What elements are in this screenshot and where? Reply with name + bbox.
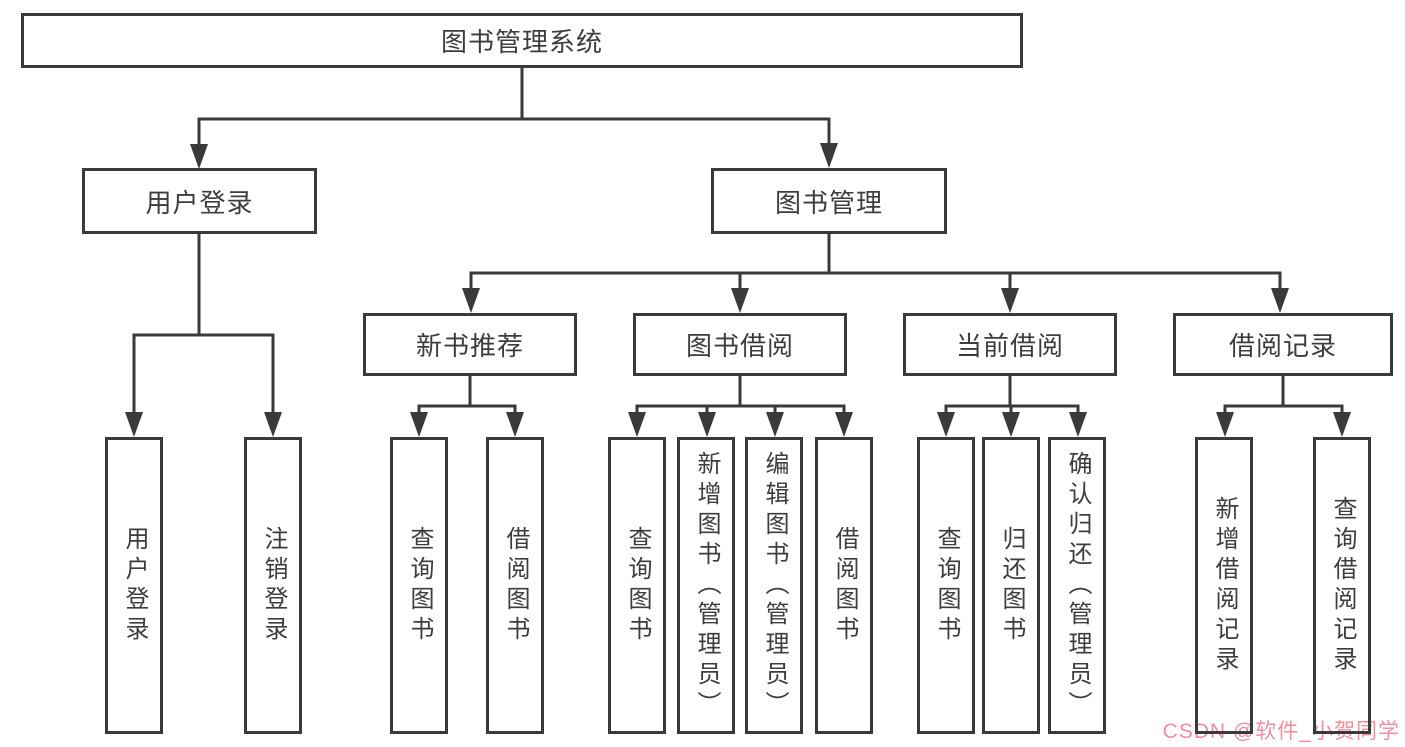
leaf-label: 用户登录	[121, 525, 148, 646]
connector-new-book-split	[417, 373, 517, 417]
node-leaf-user-login: 用户登录	[105, 437, 163, 734]
arrow-down-icon	[1216, 412, 1234, 437]
leaf-label: 查询图书	[624, 525, 651, 646]
arrow-down-icon	[820, 143, 838, 168]
leaf-label: 注销登录	[260, 525, 287, 646]
arrow-down-icon	[462, 288, 480, 313]
arrow-down-icon	[731, 288, 749, 313]
connector-borrow-record-split	[1223, 373, 1344, 417]
node-leaf-add-books-admin: 新增图书（管理员）	[677, 437, 735, 734]
node-leaf-edit-books-admin: 编辑图书（管理员）	[745, 437, 803, 734]
arrow-down-icon	[506, 412, 524, 437]
arrow-down-icon	[1333, 412, 1351, 437]
leaf-label: 新增借阅记录	[1211, 495, 1238, 676]
arrow-down-icon	[1002, 412, 1020, 437]
connector-book-management-split	[469, 231, 1282, 292]
arrow-down-icon	[1001, 288, 1019, 313]
node-leaf-return-books: 归还图书	[982, 437, 1040, 734]
node-user-login: 用户登录	[82, 168, 317, 234]
node-leaf-query-books-recommend: 查询图书	[390, 437, 448, 734]
node-leaf-query-books-current: 查询图书	[917, 437, 975, 734]
node-book-borrow: 图书借阅	[633, 313, 847, 376]
arrow-down-icon	[698, 412, 716, 437]
arrow-down-icon	[1271, 288, 1289, 313]
node-leaf-borrow-books: 借阅图书	[815, 437, 873, 734]
node-leaf-borrow-books-recommend: 借阅图书	[486, 437, 544, 734]
leaf-label: 查询图书	[933, 525, 960, 646]
csdn-watermark: CSDN @软件_小贺同学	[1162, 720, 1400, 743]
leaf-label: 借阅图书	[831, 525, 858, 646]
node-library-system: 图书管理系统	[21, 13, 1023, 68]
node-leaf-add-borrow-record: 新增借阅记录	[1195, 437, 1253, 734]
leaf-label: 确认归还（管理员）	[1064, 450, 1091, 721]
connector-current-borrow-split	[944, 373, 1080, 417]
arrow-down-icon	[410, 412, 428, 437]
node-leaf-query-books-borrow: 查询图书	[608, 437, 666, 734]
arrow-down-icon	[190, 144, 208, 169]
node-new-book-recommend: 新书推荐	[363, 313, 577, 376]
arrow-down-icon	[125, 412, 143, 437]
node-leaf-logout: 注销登录	[244, 437, 302, 734]
connector-root-split	[197, 66, 831, 148]
leaf-label: 编辑图书（管理员）	[761, 450, 788, 721]
node-leaf-confirm-return-admin: 确认归还（管理员）	[1048, 437, 1106, 734]
leaf-label: 归还图书	[998, 525, 1025, 646]
arrow-down-icon	[264, 412, 282, 437]
arrow-down-icon	[835, 412, 853, 437]
node-book-management: 图书管理	[711, 168, 947, 234]
leaf-label: 借阅图书	[502, 525, 529, 646]
arrow-down-icon	[937, 412, 955, 437]
node-leaf-query-borrow-record: 查询借阅记录	[1313, 437, 1371, 734]
leaf-label: 查询图书	[406, 525, 433, 646]
arrow-down-icon	[628, 412, 646, 437]
node-current-borrow: 当前借阅	[903, 313, 1117, 376]
leaf-label: 新增图书（管理员）	[693, 450, 720, 721]
node-borrow-records: 借阅记录	[1173, 313, 1393, 376]
arrow-down-icon	[766, 412, 784, 437]
connector-user-login-split	[132, 232, 275, 416]
leaf-label: 查询借阅记录	[1329, 495, 1356, 676]
connector-book-borrow-split	[635, 373, 846, 417]
arrowheads	[125, 143, 1351, 437]
arrow-down-icon	[1069, 412, 1087, 437]
